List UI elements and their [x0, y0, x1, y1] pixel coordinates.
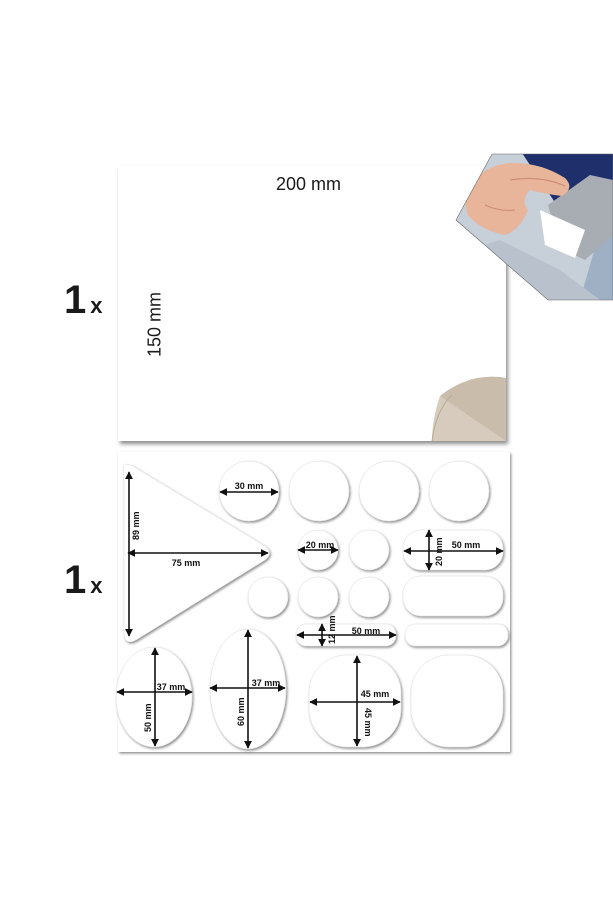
bottom-quantity-number: 1: [64, 558, 87, 602]
rect-width-label: 50 mm: [452, 540, 481, 550]
round-square-height-label: 45 mm: [363, 708, 373, 737]
strip-50x12-2: [404, 623, 509, 647]
oval-small-height-label: 50 mm: [143, 703, 153, 732]
round-square-45mm-2: [410, 654, 504, 748]
round-square-width-label: 45 mm: [361, 689, 390, 699]
peeled-corner: [431, 376, 506, 442]
bottom-quantity-multiplier: x: [90, 573, 103, 598]
triangle-width-label: 75 mm: [172, 558, 201, 568]
round-square-45mm-1: [308, 654, 402, 748]
strip-height-label: 12 mm: [327, 615, 337, 644]
top-quantity-number: 1: [64, 278, 87, 322]
circle-20mm-5: [348, 576, 390, 618]
oval-large-width-label: 37 mm: [252, 678, 281, 688]
square-small-label: 20 mm: [434, 537, 444, 566]
circle-large-label: 30 mm: [235, 481, 264, 491]
circle-20mm-2: [348, 529, 390, 571]
triangle-height-label: 89 mm: [131, 511, 141, 540]
circle-30mm-1: [218, 460, 280, 522]
oval-small-width-label: 37 mm: [157, 682, 186, 692]
circle-30mm-3: [358, 460, 420, 522]
circle-20mm-3: [247, 576, 289, 618]
circle-30mm-2: [288, 460, 350, 522]
dimension-arrows: [116, 471, 504, 749]
circle-20mm-4: [297, 576, 339, 618]
oval-large-height-label: 60 mm: [236, 697, 246, 726]
rect-50x20-1: [402, 529, 504, 571]
strip-width-label: 50 mm: [352, 626, 381, 636]
oval-37x50: [115, 646, 193, 748]
circle-small-label: 20 mm: [306, 540, 335, 550]
rect-50x20-2: [402, 575, 504, 617]
sheet-width-label: 200 mm: [276, 174, 342, 194]
top-quantity-multiplier: x: [90, 293, 103, 318]
circle-30mm-4: [428, 460, 490, 522]
